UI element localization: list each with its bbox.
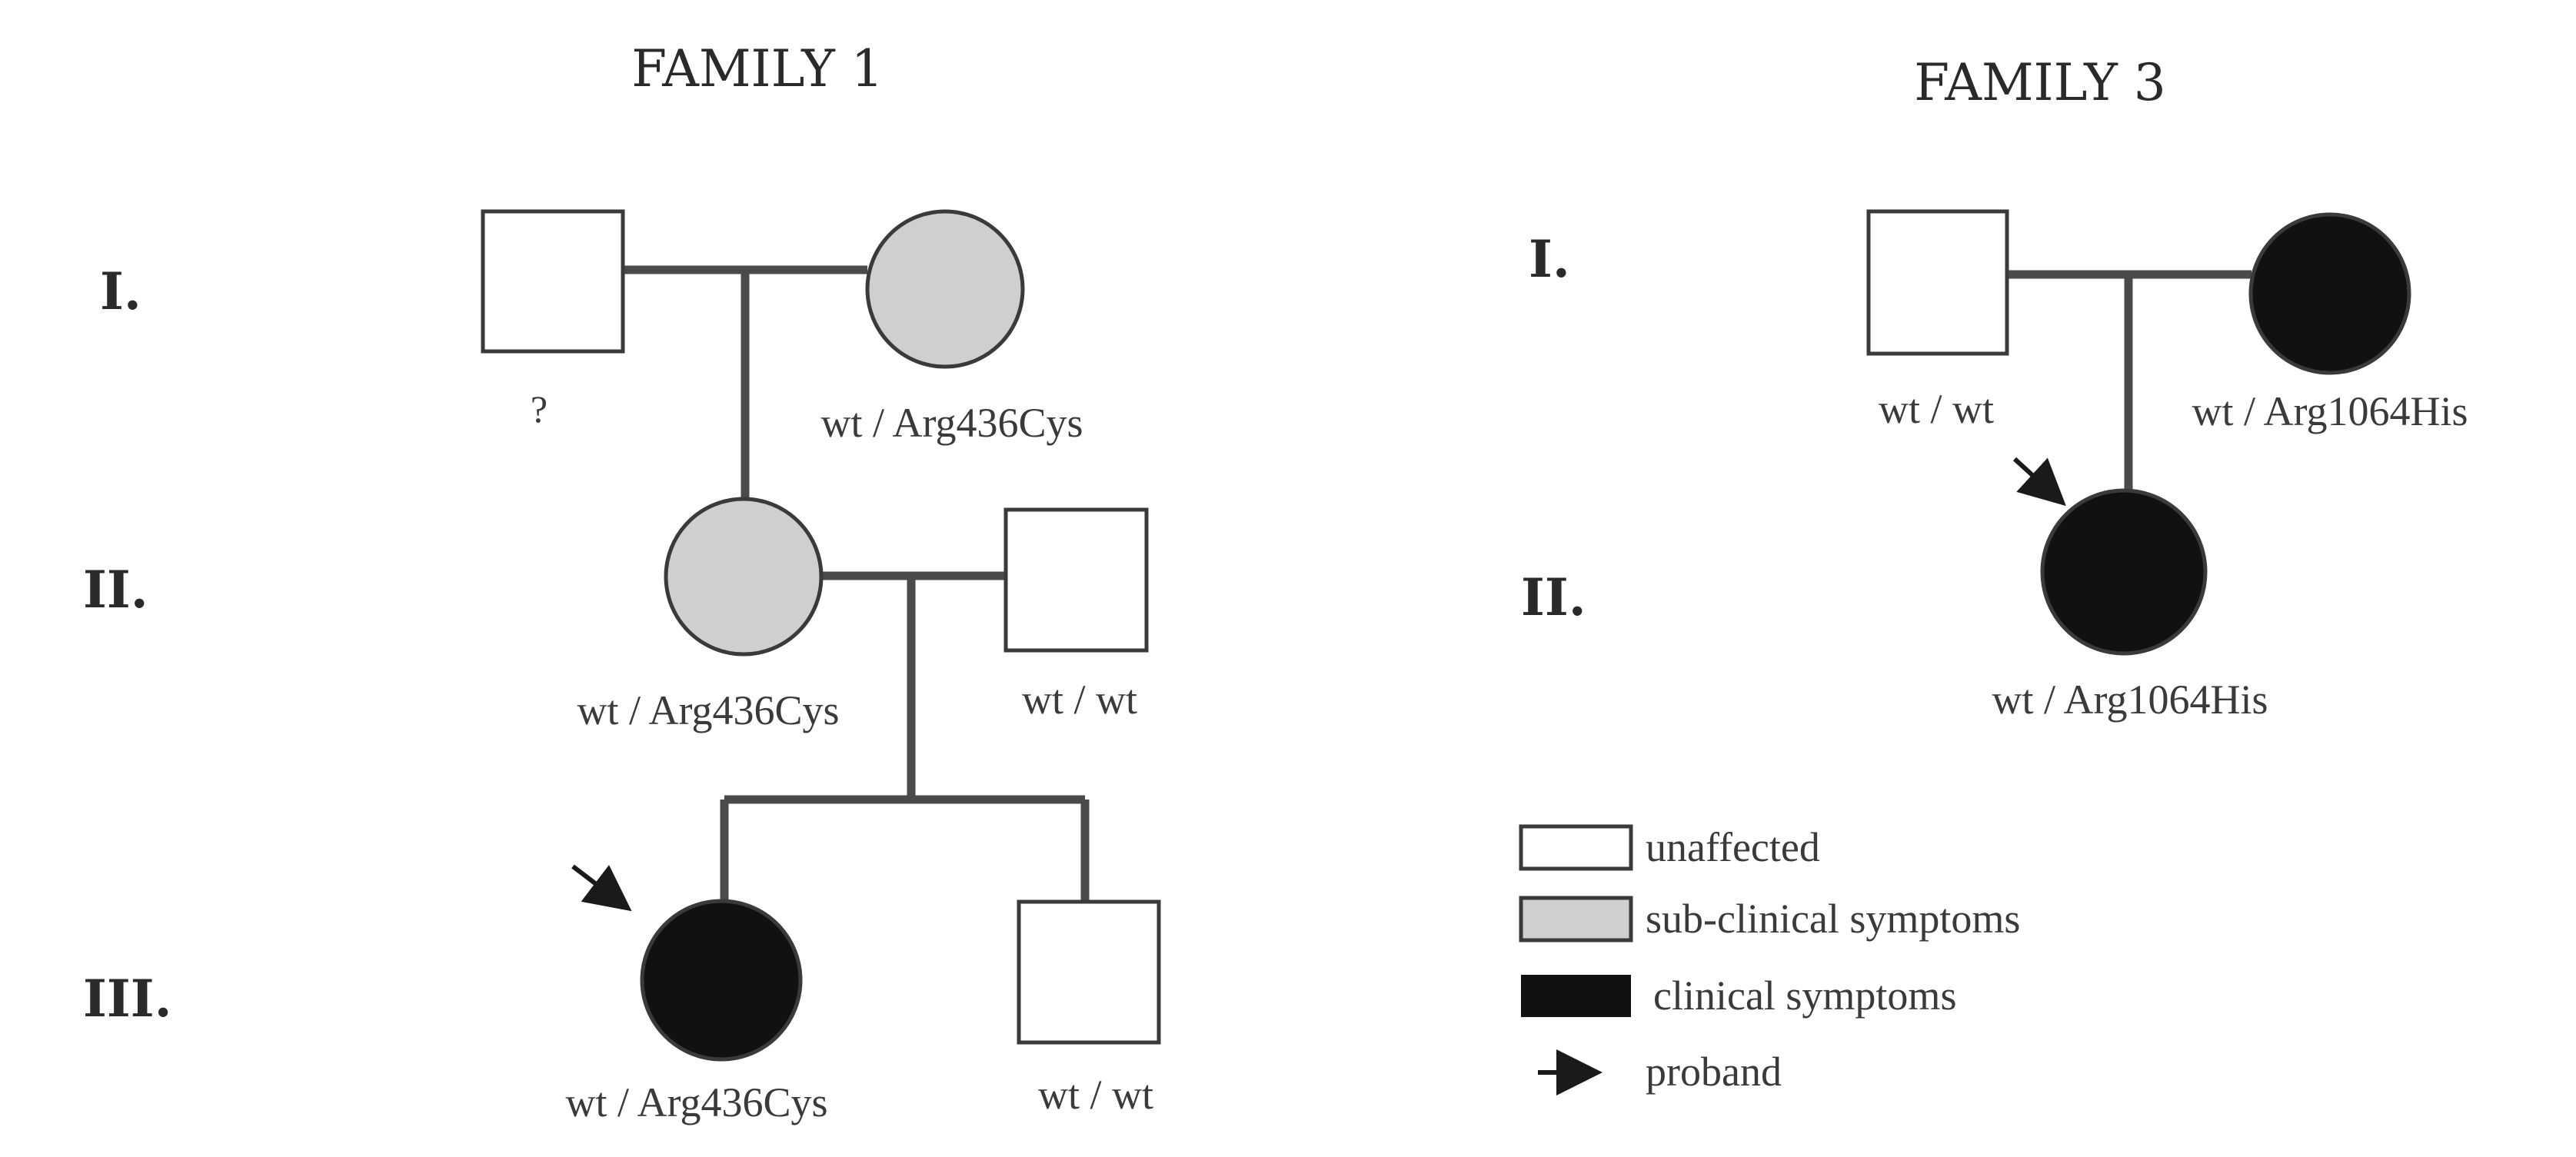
family-3-proband-arrow (2012, 457, 2066, 507)
legend-unaffected-label: unaffected (1646, 824, 1820, 870)
family-1-gen1-female-genotype: wt / Arg436Cys (820, 400, 1083, 446)
family-3-gen2-female-genotype: wt / Arg1064His (1992, 677, 2268, 723)
family-1-gen2-female-genotype: wt / Arg436Cys (577, 687, 839, 733)
legend-proband-label: proband (1646, 1049, 1782, 1095)
legend-unaffected-swatch (1519, 824, 1633, 871)
family-1-gen2-male-genotype: wt / wt (1022, 677, 1137, 723)
family-1-generation-1: I. (100, 261, 141, 321)
legend-clinical-swatch (1521, 975, 1631, 1017)
family-3-gen1-female-genotype: wt / Arg1064His (2192, 388, 2468, 434)
legend-subclinical-swatch (1519, 896, 1633, 943)
family-1: FAMILY 1 I. II. III. ? wt / Arg436Cys wt… (83, 39, 1161, 1125)
legend-clinical-label: clinical symptoms (1653, 972, 1956, 1019)
legend-subclinical-label: sub-clinical symptoms (1646, 896, 2020, 942)
family-3-generation-1: I. (1529, 229, 1570, 289)
family-3-title: FAMILY 3 (1914, 53, 2166, 112)
family-1-title: FAMILY 1 (631, 39, 884, 98)
family-3-gen1-female-circle (2248, 212, 2411, 375)
family-1-gen1-male-genotype: ? (531, 387, 547, 431)
family-1-gen3-male-genotype: wt / wt (1038, 1072, 1153, 1118)
family-1-generation-2: II. (83, 560, 148, 620)
family-3-generation-2: II. (1521, 567, 1586, 627)
family-1-gen3-female-circle (640, 899, 803, 1062)
family-1-gen2-male-square (1003, 507, 1149, 653)
family-1-proband-arrow (571, 864, 632, 912)
family-3-gen1-male-square (1866, 209, 2009, 356)
family-3-gen2-female-circle (2040, 488, 2208, 656)
family-3-gen1-male-genotype: wt / wt (1879, 386, 1994, 432)
family-1-gen3-female-genotype: wt / Arg436Cys (565, 1079, 827, 1125)
family-1-gen1-female-circle (865, 209, 1025, 369)
family-1-gen1-male-square (481, 209, 625, 354)
legend: unaffected sub-clinical symptoms clinica… (1519, 824, 2020, 1095)
family-3: FAMILY 3 I. II. wt / wt wt / Arg1064His … (1521, 53, 2468, 723)
family-1-gen2-female-circle (664, 497, 824, 657)
family-1-generation-3: III. (83, 969, 172, 1029)
family-1-gen3-male-square (1017, 899, 1161, 1045)
